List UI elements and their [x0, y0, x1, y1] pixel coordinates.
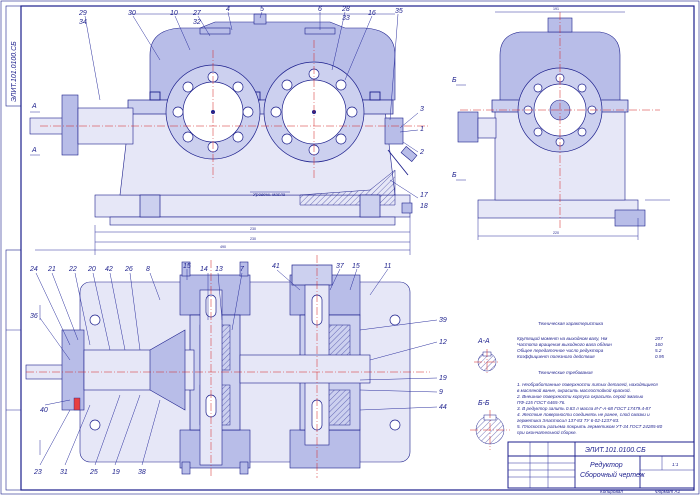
part-number: 37 — [336, 263, 345, 270]
cut-label-a-top: А — [31, 103, 37, 110]
tech-req-line: 2. Внешние поверхности корпуса окрасить … — [516, 393, 644, 399]
cut-label-b-bottom: Б — [452, 172, 457, 179]
part-number: 4 — [226, 6, 230, 13]
part-number: 5 — [260, 6, 264, 13]
tech-char-value: 207 — [654, 336, 663, 341]
part-number: 19 — [439, 375, 447, 382]
part-number: 15 — [352, 263, 360, 270]
tech-char-label: Коэффициент полезного действия — [517, 353, 595, 359]
plan-view — [25, 255, 430, 478]
part-number: 40 — [40, 407, 48, 414]
tech-req-line: 5. Плоскость разъема покрыть герметиком … — [517, 424, 663, 429]
svg-text:490: 490 — [220, 245, 226, 249]
inner-frame — [20, 5, 695, 491]
part-number: 16 — [368, 10, 376, 17]
part-number: 1 — [420, 126, 424, 133]
technical-characteristics: Техническая характеристика Крутящий моме… — [517, 321, 664, 359]
section-bb: Б-Б — [470, 400, 510, 450]
section-aa-title: А-А — [477, 338, 490, 345]
tech-req-line: в масляной ванне, окрасить маслостойкой … — [517, 387, 631, 393]
part-number: 34 — [79, 19, 87, 26]
part-number: 36 — [30, 313, 38, 320]
tech-req-line: 4. Жесткие поверхности соединять не ране… — [517, 411, 650, 417]
part-number: 23 — [33, 469, 42, 476]
part-number: 27 — [192, 10, 202, 17]
tech-char-label: Крутящий момент на выходном валу, Нм — [517, 335, 608, 341]
title-name-2: Сборочный чертеж — [580, 471, 646, 479]
tech-char-value: 5.2 — [655, 348, 662, 353]
tech-char-label: Частота вращения выходного вала об/мин — [517, 342, 612, 347]
part-number: 17 — [420, 192, 429, 199]
part-number: 22 — [68, 266, 77, 273]
tech-req-line: ПФ-115 ГОСТ 6465-76. — [517, 400, 565, 405]
side-view: 191 220 Б Б — [452, 7, 670, 240]
tech-req-heading: Технические требования — [538, 370, 593, 375]
tech-char-value: 0.95 — [655, 354, 664, 359]
front-callouts: 29 34 30 10 27 32 4 5 6 28 33 16 35 3 1 … — [78, 6, 429, 210]
part-number: 12 — [439, 339, 447, 346]
technical-requirements: Технические требования 1. Необработанные… — [516, 370, 663, 435]
part-number: 15 — [183, 263, 191, 270]
part-number: 7 — [240, 266, 245, 273]
part-number: 42 — [105, 266, 113, 273]
cut-label-b-top: Б — [452, 77, 457, 84]
part-number: 8 — [146, 266, 150, 273]
part-number: 6 — [318, 6, 322, 13]
plan-callouts: 24 21 22 20 42 26 8 15 14 13 7 41 37 15 … — [29, 263, 447, 476]
part-number: 35 — [395, 8, 403, 15]
part-number: 2 — [419, 149, 424, 156]
part-number: 29 — [78, 10, 87, 17]
tech-req-line: герметика Эластосил 137-83 ТУ 6-02-1237-… — [517, 418, 619, 423]
title-scale: 1:1 — [672, 462, 679, 467]
part-number: 44 — [439, 404, 447, 411]
stamp-code-box — [5, 5, 22, 107]
part-number: 19 — [112, 469, 120, 476]
part-number: 31 — [60, 469, 68, 476]
part-number: 25 — [89, 469, 98, 476]
stamp-code: ЭЛИТ.101.0100.СБ — [11, 41, 18, 102]
part-number: 24 — [29, 266, 38, 273]
part-number: 13 — [215, 266, 223, 273]
part-number: 28 — [341, 6, 350, 13]
oil-level-label: Уровень масла — [253, 192, 286, 197]
title-code: ЭЛИТ.101.0100.СБ — [585, 447, 646, 454]
cut-label-a-bottom: А — [31, 147, 37, 154]
title-block: ЭЛИТ.101.0100.СБ Редуктор Сборочный черт… — [507, 441, 695, 494]
part-number: 10 — [170, 10, 178, 17]
title-format: Формат А1 — [655, 489, 681, 494]
svg-text:230: 230 — [250, 227, 256, 231]
tech-req-line: при окончательной сборке. — [517, 429, 577, 435]
part-number: 33 — [342, 15, 350, 22]
part-number: 30 — [128, 10, 136, 17]
svg-text:191: 191 — [553, 7, 559, 11]
svg-text:230: 230 — [250, 237, 256, 241]
section-aa: А-А — [474, 338, 500, 375]
part-number: 14 — [200, 266, 208, 273]
section-bb-title: Б-Б — [478, 400, 490, 407]
part-number: 32 — [193, 19, 201, 26]
part-number: 18 — [420, 203, 428, 210]
binding-strip — [5, 249, 22, 491]
part-number: 20 — [87, 266, 96, 273]
tech-char-value: 160 — [655, 342, 663, 347]
title-copied: Копировал — [600, 489, 623, 494]
part-number: 21 — [47, 266, 56, 273]
part-number: 3 — [420, 106, 424, 113]
part-number: 41 — [272, 263, 280, 270]
title-name-1: Редуктор — [590, 461, 623, 469]
tech-req-line: 1. Необработанные поверхности литых дета… — [517, 381, 658, 387]
part-number: 26 — [124, 266, 133, 273]
part-number: 11 — [384, 263, 391, 270]
front-view: 230 230 490 А А Уровень масла — [29, 13, 430, 255]
svg-text:220: 220 — [553, 231, 559, 235]
tech-req-line: 3. В редуктор залить 0.83 л масла И-Г-А-… — [517, 406, 651, 411]
tech-char-heading: Техническая характеристика — [538, 321, 603, 326]
part-number: 38 — [138, 469, 146, 476]
part-number: 39 — [439, 317, 447, 324]
part-number: 9 — [439, 389, 443, 396]
tech-char-label: Общее передаточное число редуктора — [517, 348, 604, 353]
